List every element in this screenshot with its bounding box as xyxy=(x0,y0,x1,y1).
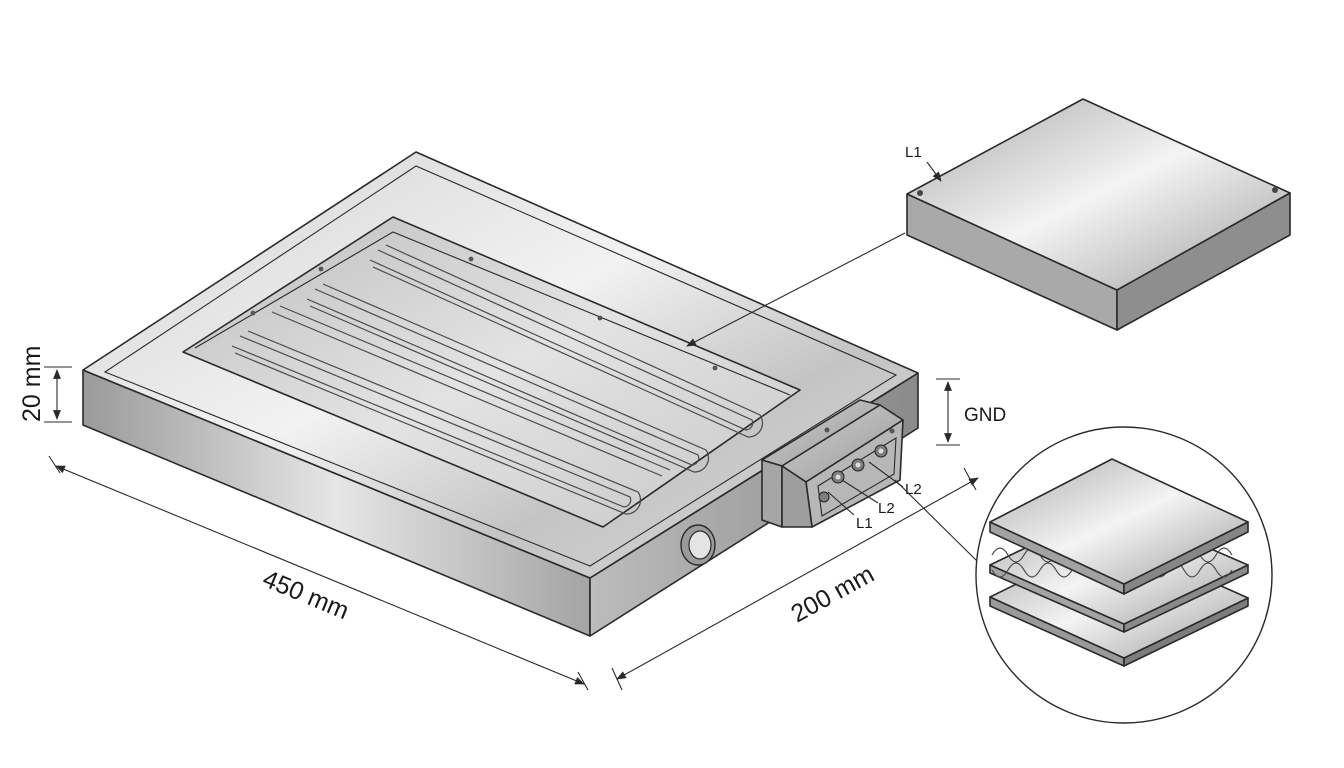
heater-plate xyxy=(82,151,919,637)
terminal-label-l2-upper: L2 xyxy=(905,481,922,498)
lid-placement-arrow xyxy=(686,232,906,347)
heating-element-tube xyxy=(231,244,764,515)
mounting-holes xyxy=(250,256,718,371)
lid-terminal-label: L1 xyxy=(905,144,922,161)
dimension-length-label: 450 mm xyxy=(259,565,353,625)
cavity-inner-wall xyxy=(194,231,791,396)
dimension-height-label: 20 mm xyxy=(18,346,46,422)
terminal-label-l2-lower: L2 xyxy=(878,500,895,517)
layer-detail-view xyxy=(975,426,1273,724)
cable-gland xyxy=(680,524,716,566)
dimension-height: 20 mm xyxy=(18,346,72,423)
cover-lid: L1 xyxy=(905,98,1291,331)
dimension-width-label: 200 mm xyxy=(786,560,879,628)
gnd-label: GND xyxy=(964,405,1006,426)
terminal-label-l1: L1 xyxy=(856,515,873,532)
dimension-gnd: GND xyxy=(936,378,1006,446)
detail-leader-line xyxy=(894,479,979,563)
